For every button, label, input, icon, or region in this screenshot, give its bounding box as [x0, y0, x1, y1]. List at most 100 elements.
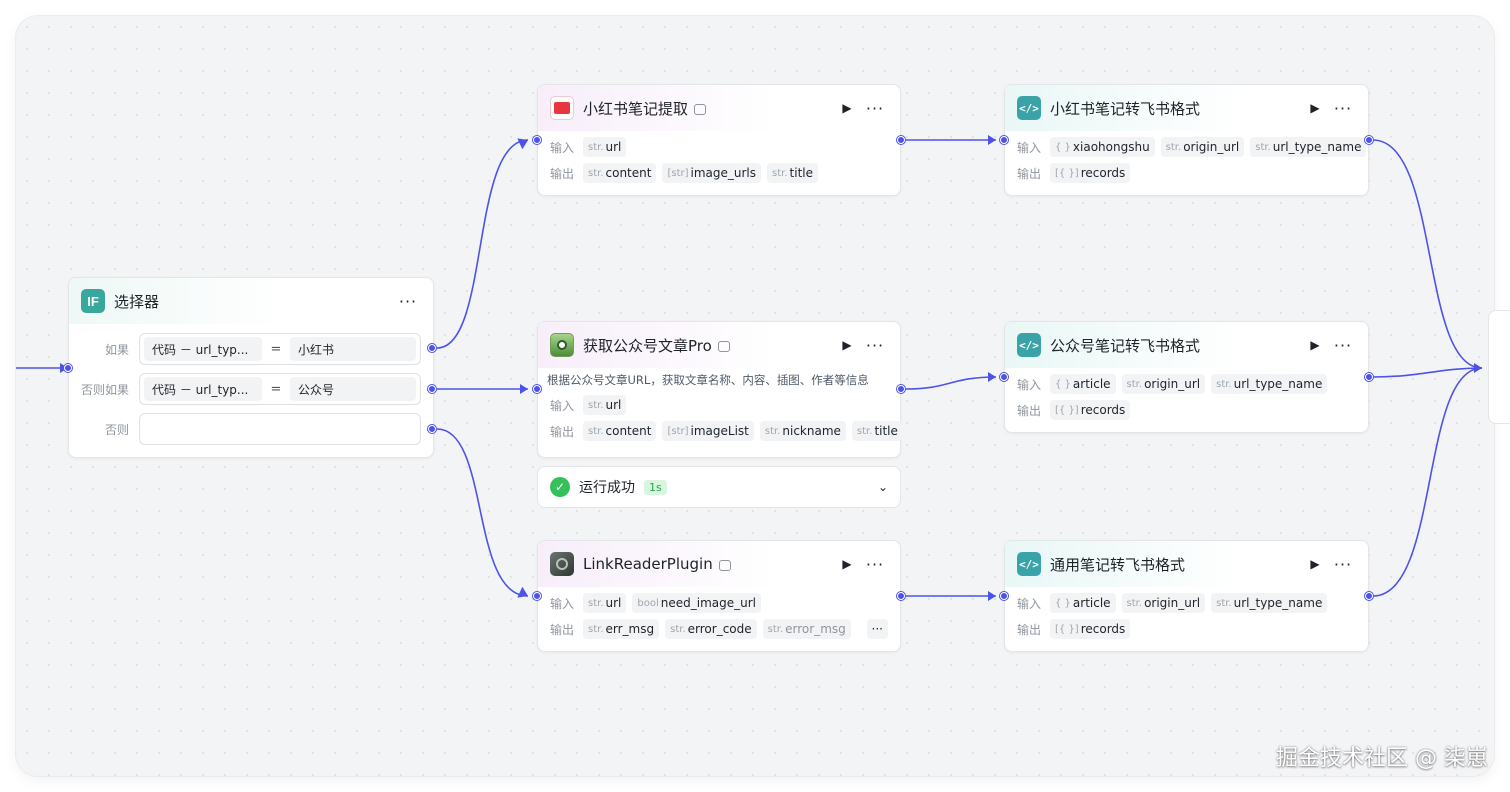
node-title: 通用笔记转飞书格式: [1050, 555, 1186, 574]
more-options-button[interactable]: ···: [398, 291, 418, 311]
param-tag: [{ }]records: [1050, 619, 1131, 639]
condition-right[interactable]: 公众号: [290, 377, 416, 401]
more-options-button[interactable]: ···: [1333, 554, 1353, 574]
plugin-icon: [717, 340, 730, 352]
selector-node[interactable]: IF 选择器 ··· 如果 代码 － url_typ... = 小红书 否则如果…: [68, 277, 434, 458]
node-title: 小红书笔记提取: [583, 99, 689, 118]
node-description: 根据公众号文章URL，获取文章名称、内容、插图、作者等信息: [547, 373, 869, 387]
param-tag: str.nickname: [759, 421, 846, 441]
more-options-button[interactable]: ···: [1333, 98, 1353, 118]
condition-operator[interactable]: =: [270, 381, 282, 397]
node-title: 选择器: [114, 292, 160, 311]
elseif-output-port[interactable]: [428, 385, 436, 393]
param-tag: str.title: [851, 421, 903, 441]
param-tag: str.url_type_name: [1211, 593, 1328, 613]
generic-format-node[interactable]: </> 通用笔记转飞书格式 ▶ ··· 输入 { }article str.or…: [1004, 540, 1369, 652]
param-tag: str.url_type_name: [1211, 374, 1328, 394]
success-check-icon: ✓: [550, 477, 570, 497]
node-title: 获取公众号文章Pro: [583, 336, 712, 355]
more-params-button[interactable]: ···: [866, 619, 888, 639]
input-row: 输入 str.url: [538, 392, 900, 418]
param-tag: str.content: [583, 421, 657, 441]
condition-label: 如果: [104, 342, 129, 357]
param-tag: { }xiaohongshu: [1050, 137, 1155, 157]
condition-box[interactable]: 代码 － url_typ... = 小红书: [139, 333, 421, 365]
wx-format-input-port[interactable]: [1000, 373, 1008, 381]
xhs-extract-output-port[interactable]: [897, 136, 905, 144]
output-label: 输出: [1017, 166, 1042, 181]
input-row: 输入 { }article str.origin_url str.url_typ…: [1005, 371, 1368, 397]
node-title: LinkReaderPlugin: [583, 555, 713, 573]
output-row: 输出 str.err_msg str.error_code str.error_…: [538, 616, 900, 642]
condition-label: 否则如果: [80, 382, 129, 397]
wechat-article-icon: [550, 333, 574, 357]
input-row: 输入 str.url: [538, 134, 900, 160]
node-header: 小红书笔记提取 ▶ ···: [538, 85, 900, 131]
node-header: LinkReaderPlugin ▶ ···: [538, 541, 900, 587]
generic-format-input-port[interactable]: [1000, 592, 1008, 600]
condition-operator[interactable]: =: [270, 341, 282, 357]
input-label: 输入: [550, 596, 575, 611]
wx-format-node[interactable]: </> 公众号笔记转飞书格式 ▶ ··· 输入 { }article str.o…: [1004, 321, 1369, 433]
condition-left[interactable]: 代码 － url_typ...: [144, 337, 262, 361]
selector-input-port[interactable]: [64, 364, 72, 372]
wx-format-output-port[interactable]: [1365, 373, 1373, 381]
if-output-port[interactable]: [428, 344, 436, 352]
more-options-button[interactable]: ···: [865, 335, 885, 355]
param-tag: { }article: [1050, 374, 1116, 394]
param-tag: str.error_code: [665, 619, 757, 639]
end-node-partial[interactable]: [1488, 310, 1510, 424]
output-label: 输出: [1017, 622, 1042, 637]
condition-right[interactable]: 小红书: [290, 337, 416, 361]
xhs-extract-node[interactable]: 小红书笔记提取 ▶ ··· 输入 str.url 输出 str.content …: [537, 84, 901, 196]
output-label: 输出: [550, 424, 575, 439]
chevron-down-icon[interactable]: ⌄: [877, 480, 888, 494]
more-options-button[interactable]: ···: [1333, 335, 1353, 355]
xhs-extract-input-port[interactable]: [533, 136, 541, 144]
run-button[interactable]: ▶: [842, 101, 852, 115]
param-tag: str.title: [767, 163, 819, 183]
wx-article-output-port[interactable]: [897, 385, 905, 393]
xhs-format-output-port[interactable]: [1365, 136, 1373, 144]
run-button[interactable]: ▶: [842, 557, 852, 571]
condition-left[interactable]: 代码 － url_typ...: [144, 377, 262, 401]
condition-box-empty[interactable]: [139, 413, 421, 445]
wx-article-node[interactable]: 获取公众号文章Pro ▶ ··· 根据公众号文章URL，获取文章名称、内容、插图…: [537, 321, 903, 458]
more-options-button[interactable]: ···: [865, 554, 885, 574]
input-label: 输入: [1017, 377, 1042, 392]
param-tag: [{ }]records: [1050, 400, 1131, 420]
param-tag: str.url: [583, 593, 627, 613]
link-reader-output-port[interactable]: [897, 592, 905, 600]
input-row: 输入 { }article str.origin_url str.url_typ…: [1005, 590, 1368, 616]
more-options-button[interactable]: ···: [865, 98, 885, 118]
output-label: 输出: [1017, 403, 1042, 418]
node-header: </> 小红书笔记转飞书格式 ▶ ···: [1005, 85, 1368, 131]
xhs-format-node[interactable]: </> 小红书笔记转飞书格式 ▶ ··· 输入 { }xiaohongshu s…: [1004, 84, 1369, 196]
output-label: 输出: [550, 622, 575, 637]
param-tag: str.error_msg: [762, 619, 851, 639]
run-status-bar[interactable]: ✓ 运行成功 1s ⌄: [537, 466, 901, 508]
param-tag: str.content: [583, 163, 657, 183]
node-header: </> 通用笔记转飞书格式 ▶ ···: [1005, 541, 1368, 587]
wx-article-input-port[interactable]: [533, 385, 541, 393]
xhs-format-input-port[interactable]: [1000, 136, 1008, 144]
param-tag: [{ }]records: [1050, 163, 1131, 183]
run-button[interactable]: ▶: [1310, 338, 1320, 352]
generic-format-output-port[interactable]: [1365, 592, 1373, 600]
run-button[interactable]: ▶: [1310, 557, 1320, 571]
else-output-port[interactable]: [428, 425, 436, 433]
link-reader-input-port[interactable]: [533, 592, 541, 600]
toggle-icon: bool: [637, 597, 659, 609]
input-label: 输入: [550, 398, 575, 413]
param-tag: [str]imageList: [662, 421, 754, 441]
output-row: 输出 str.content [str]imageList str.nickna…: [538, 418, 903, 444]
param-tag: str.origin_url: [1121, 593, 1206, 613]
node-header: </> 公众号笔记转飞书格式 ▶ ···: [1005, 322, 1368, 368]
condition-box[interactable]: 代码 － url_typ... = 公众号: [139, 373, 421, 405]
run-button[interactable]: ▶: [1310, 101, 1320, 115]
node-title: 公众号笔记转飞书格式: [1050, 336, 1201, 355]
run-button[interactable]: ▶: [842, 338, 852, 352]
output-row: 输出 [{ }]records: [1005, 616, 1368, 642]
param-tag: str.url_type_name: [1250, 137, 1367, 157]
